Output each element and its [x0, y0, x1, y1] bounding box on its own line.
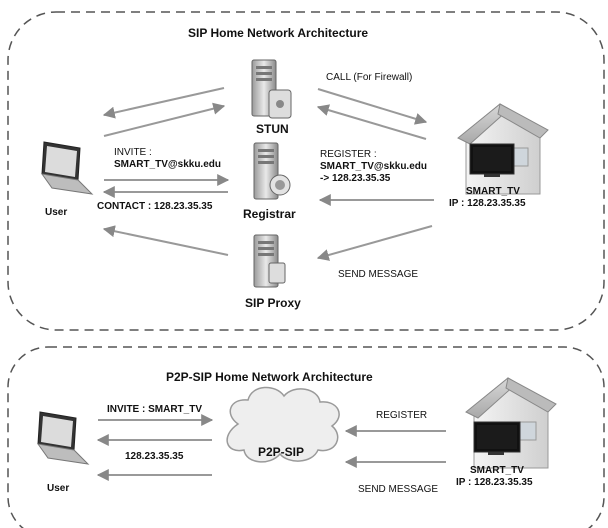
proxy-label: SIP Proxy [245, 296, 301, 310]
top-smart-tv-house-icon [457, 103, 549, 195]
top-user-laptop-icon [40, 141, 94, 195]
arrow-user-to-stun [103, 102, 226, 137]
register-label-line1: REGISTER : [320, 149, 377, 160]
arrow-tv-to-proxy [316, 225, 433, 261]
stun-label: STUN [256, 122, 289, 136]
top-tv-name: SMART_TV [466, 186, 520, 197]
call-label: CALL (For Firewall) [326, 72, 413, 83]
bottom-region-border [7, 346, 605, 528]
bottom-user-label: User [47, 483, 70, 494]
proxy-server-icon [253, 234, 286, 288]
register-label-line3: -> 128.23.35.35 [320, 173, 391, 184]
contact-label: CONTACT : 128.23.35.35 [97, 201, 213, 212]
bottom-invite-label: INVITE : SMART_TV [107, 404, 203, 415]
top-tv-ip: IP : 128.23.35.35 [449, 198, 526, 209]
invite-label-line1: INVITE : [114, 147, 152, 158]
top-user-label: User [45, 207, 68, 218]
bottom-ip-label: 128.23.35.35 [125, 451, 184, 462]
stun-server-icon [251, 59, 292, 119]
arrow-stun-to-user [102, 87, 225, 119]
register-label-line2: SMART_TV@skku.edu [320, 161, 427, 172]
p2p-sip-cloud-icon [226, 386, 340, 463]
top-send-message-label: SEND MESSAGE [338, 269, 419, 280]
top-title: SIP Home Network Architecture [188, 26, 369, 40]
bottom-user-laptop-icon [36, 411, 90, 465]
bottom-send-message-label: SEND MESSAGE [358, 484, 439, 495]
bottom-tv-ip: IP : 128.23.35.35 [456, 477, 533, 488]
invite-label-line2: SMART_TV@skku.edu [114, 159, 221, 170]
registrar-label: Registrar [243, 207, 296, 221]
bottom-register-label: REGISTER [376, 410, 428, 421]
registrar-server-icon [253, 142, 291, 200]
bottom-title: P2P-SIP Home Network Architecture [166, 370, 373, 384]
arrow-stun-to-tv [317, 88, 428, 125]
arrow-proxy-to-user [102, 225, 229, 256]
arrow-tv-to-stun [316, 104, 427, 140]
bottom-smart-tv-house-icon [465, 377, 557, 469]
cloud-label: P2P-SIP [258, 445, 305, 459]
bottom-tv-name: SMART_TV [470, 465, 524, 476]
